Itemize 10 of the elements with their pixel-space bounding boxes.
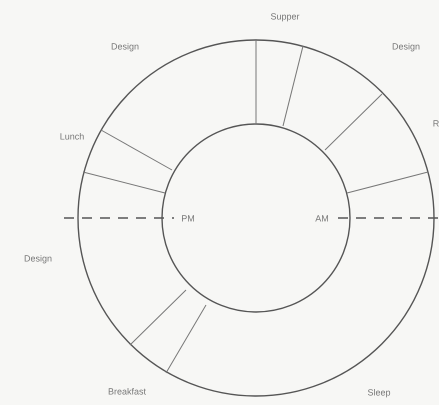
segment-label: Design <box>111 42 139 52</box>
segment-label: Breakfast <box>108 388 146 396</box>
segment-label: Design <box>24 254 52 264</box>
segment-label: PM <box>181 214 195 224</box>
segment-label: Supper <box>270 12 300 22</box>
segment-label: Sleep <box>367 388 391 398</box>
segment-label: Lunch <box>60 132 84 142</box>
segment-label: AM <box>315 214 329 224</box>
segment-label: R <box>432 120 439 128</box>
segment-label: Design <box>392 42 420 52</box>
